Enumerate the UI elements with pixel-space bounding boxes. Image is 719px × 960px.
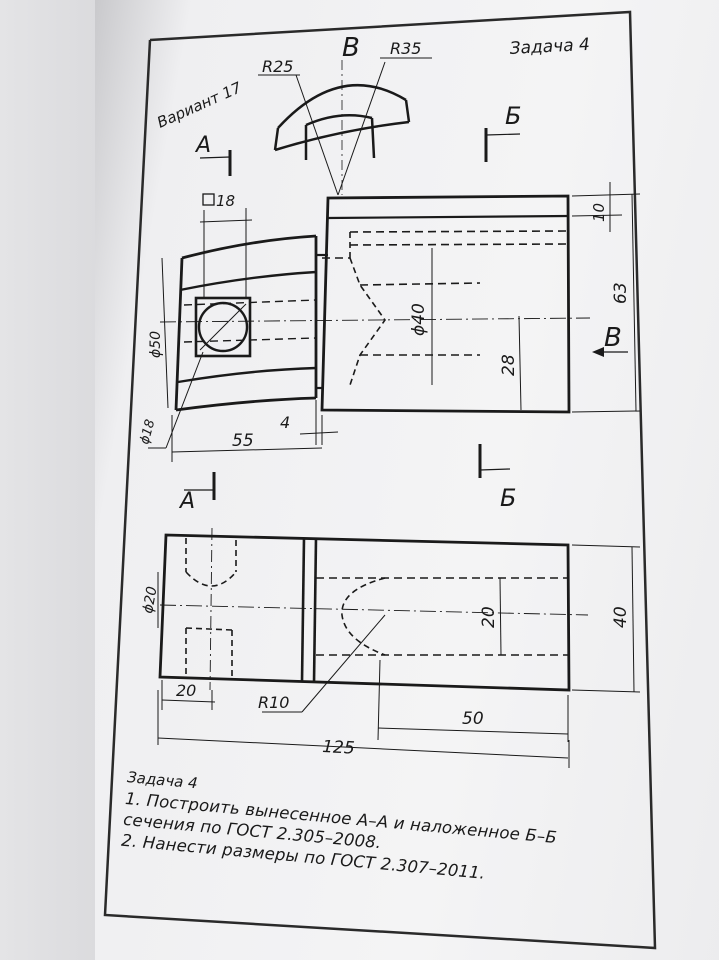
dim-d20: ϕ20	[140, 585, 160, 615]
section-b-bottom-label: Б	[500, 484, 516, 512]
dim-d50: ϕ50	[148, 331, 164, 358]
dim-10: 10	[590, 203, 608, 222]
dim-square-18: 18	[216, 192, 235, 210]
variant-label: Вариант 17	[154, 78, 244, 131]
dim-20-left: 20	[176, 681, 196, 700]
dim-125: 125	[322, 737, 355, 759]
view-v-label: В	[342, 33, 360, 63]
plan-view	[158, 527, 589, 692]
dim-50: 50	[462, 709, 484, 729]
square-symbol	[202, 193, 215, 206]
dimension-lines	[148, 182, 641, 768]
section-a-bottom-label: А	[178, 489, 195, 514]
section-a-top-label: А	[194, 133, 211, 158]
page-frame	[103, 10, 657, 950]
dim-d18: ϕ18	[137, 418, 158, 446]
dim-d40: ϕ40	[409, 303, 429, 336]
view-v-side-label: В	[604, 323, 622, 353]
dim-40: 40	[611, 606, 631, 628]
dim-r25: R25	[262, 57, 293, 76]
view-v-arc	[258, 57, 432, 196]
dim-r35: R35	[390, 39, 421, 58]
dim-r10: R10	[258, 693, 289, 712]
section-b-top-label: Б	[505, 102, 521, 130]
section-markers	[184, 128, 628, 500]
dim-28: 28	[499, 354, 519, 376]
dim-63: 63	[611, 282, 631, 304]
task-number-label: Задача 4	[509, 35, 590, 59]
dim-20-slot: 20	[479, 606, 499, 628]
dim-4: 4	[280, 413, 290, 432]
worksheet-page	[95, 0, 719, 960]
dim-55: 55	[232, 431, 254, 451]
front-view	[159, 194, 591, 414]
